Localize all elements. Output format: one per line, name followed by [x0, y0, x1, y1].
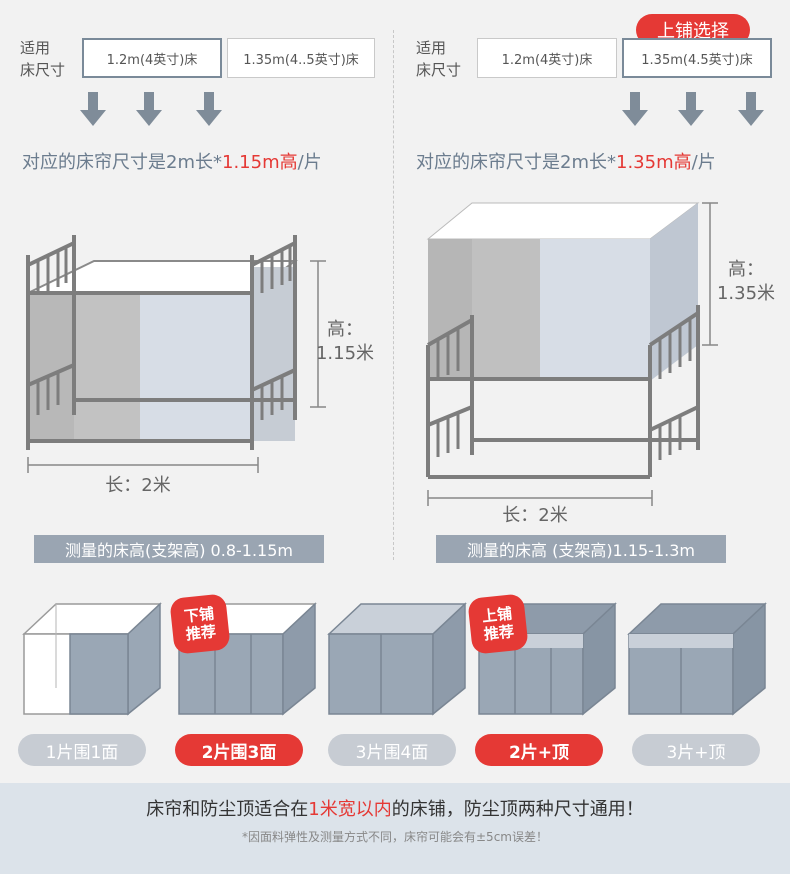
left-length-label: 长：2米 [105, 475, 171, 496]
option-3-illustration[interactable] [325, 598, 475, 728]
top-bunk-select-badge: 上铺选择 [636, 14, 750, 46]
option-1-illustration[interactable] [20, 598, 170, 728]
arrow-down-icon [622, 92, 648, 126]
option-pill-3-panel-4-side[interactable]: 3片围4面 [328, 734, 456, 766]
left-size-option-1-35m[interactable]: 1.35m(4..5英寸)床 [227, 38, 375, 78]
left-size-option-1-2m[interactable]: 1.2m(4英寸)床 [82, 38, 222, 78]
left-measure-note: 测量的床高(支架高) 0.8-1.15m [34, 535, 324, 563]
arrow-down-icon [196, 92, 222, 126]
right-size-option-1-35m[interactable]: 1.35m(4.5英寸)床 [622, 38, 772, 78]
left-height-label: 高： 1.15米 [315, 319, 375, 364]
footer-main-text: 床帘和防尘顶适合在1米宽以内的床铺，防尘顶两种尺寸通用！ [146, 799, 644, 820]
right-bed-illustration [426, 202, 718, 506]
upper-bunk-recommend-badge: 上铺 推荐 [467, 593, 529, 655]
left-down-arrows [80, 92, 222, 126]
arrow-down-icon [80, 92, 106, 126]
section-divider [393, 30, 394, 560]
right-measure-note: 测量的床高 (支架高)1.15-1.3m [436, 535, 726, 563]
option-pill-3-panel-top[interactable]: 3片+顶 [632, 734, 760, 766]
right-size-option-1-2m[interactable]: 1.2m(4英寸)床 [477, 38, 617, 78]
right-length-label: 长：2米 [502, 505, 568, 526]
right-fit-label: 适用 床尺寸 [416, 39, 462, 79]
arrow-down-icon [678, 92, 704, 126]
right-curtain-size-text: 对应的床帘尺寸是2m长*1.35m高/片 [416, 152, 716, 173]
arrow-down-icon [136, 92, 162, 126]
left-bed-illustration [26, 235, 326, 473]
left-curtain-size-text: 对应的床帘尺寸是2m长*1.15m高/片 [22, 152, 322, 173]
option-5-illustration[interactable] [625, 598, 775, 728]
arrow-down-icon [738, 92, 764, 126]
right-down-arrows [622, 92, 764, 126]
lower-bunk-recommend-badge: 下铺 推荐 [169, 593, 231, 655]
right-height-label: 高： 1.35米 [716, 259, 776, 304]
footer-disclaimer: *因面料弹性及测量方式不同，床帘可能会有±5cm误差！ [242, 830, 548, 844]
option-pill-1-panel-1-side[interactable]: 1片围1面 [18, 734, 146, 766]
left-fit-label: 适用 床尺寸 [20, 39, 66, 79]
option-pill-2-panel-3-side[interactable]: 2片围3面 [175, 734, 303, 766]
option-2-illustration[interactable] [175, 598, 325, 728]
footer-band [0, 783, 790, 874]
option-pill-2-panel-top[interactable]: 2片+顶 [475, 734, 603, 766]
